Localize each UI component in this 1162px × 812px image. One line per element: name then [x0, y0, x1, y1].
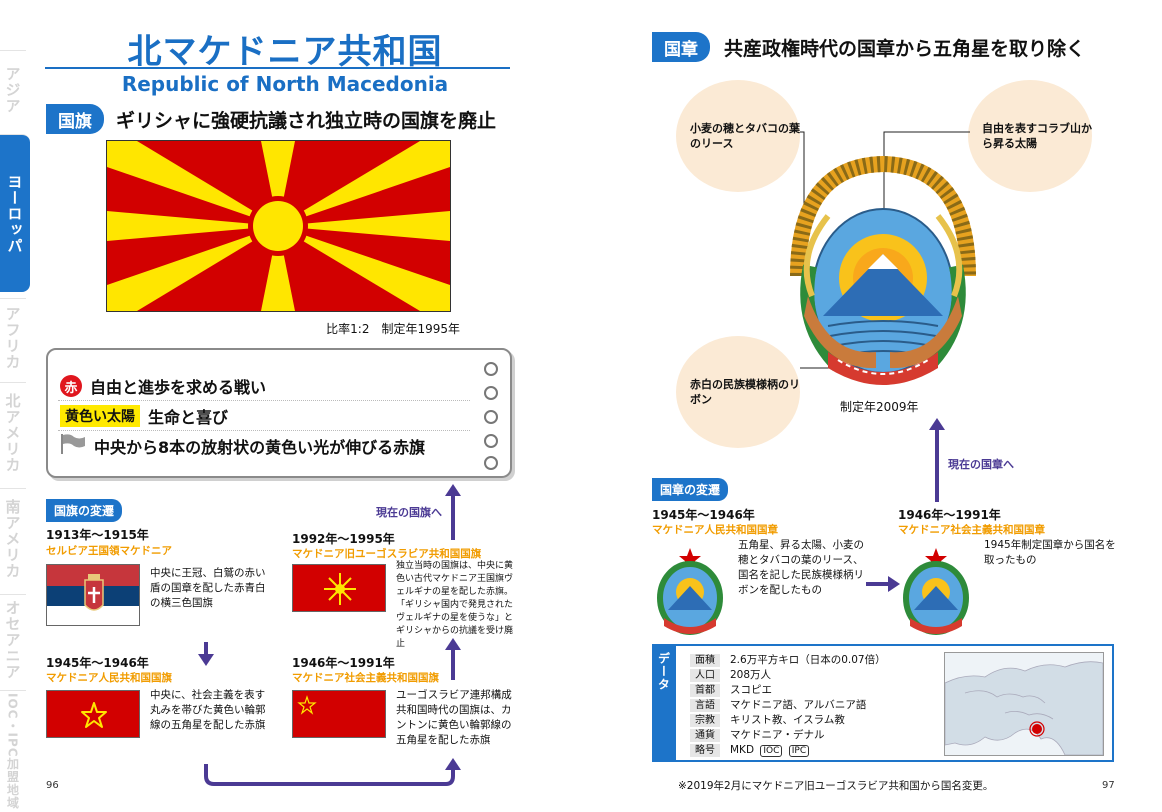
emblem-name-1946: マケドニア社会主義共和国国章: [898, 524, 1045, 536]
flag-ratio-caption: 比率1:2 制定年1995年: [326, 322, 460, 336]
emblem-desc-1946: 1945年制定国章から国名を取ったもの: [984, 539, 1116, 566]
socialist-republic-flag-thumb: [292, 690, 386, 738]
emblem-1946-thumb: [900, 546, 972, 640]
current-emblem: [788, 155, 978, 400]
emblem-heading: 共産政権時代の国章から五角星を取り除く: [724, 38, 1086, 60]
flag-desc-1946: ユーゴスラビア連邦構成共和国時代の国旗は、カントンに黄色い輪郭線の五角星を配した…: [396, 689, 512, 746]
data-val-currency: マケドニア・デナル: [730, 729, 825, 741]
flag-era-1913: 1913年～1915年: [46, 528, 149, 542]
meaning-yellow: 黄色い太陽 生命と喜び: [60, 404, 228, 428]
emblem-history-badge: 国章の変遷: [652, 478, 729, 501]
flag-heading: ギリシャに強硬抗議され独立時の国旗を廃止: [116, 110, 497, 132]
code-ipc: IPC: [788, 745, 810, 757]
data-key-religion: 宗教: [690, 714, 720, 727]
emblem-era-1945: 1945年～1946年: [652, 508, 755, 522]
tab-africa[interactable]: アフリカ: [0, 298, 26, 376]
north-macedonia-flag: [106, 140, 451, 312]
tab-north-america[interactable]: 北アメリカ: [0, 382, 26, 482]
flag-history-badge: 国旗の変遷: [46, 499, 123, 522]
data-val-area: 2.6万平方キロ（日本の0.07倍）: [730, 654, 886, 666]
title-rule: [45, 67, 510, 69]
flag-era-1992: 1992年～1995年: [292, 532, 395, 546]
meaning-design: 中央から8本の放射状の黄色い光が伸びる赤旗: [60, 434, 425, 458]
red-meaning: 自由と進歩を求める戦い: [90, 378, 267, 397]
data-tab: データ: [652, 644, 676, 762]
location-map: [944, 652, 1104, 756]
data-val-language: マケドニア語、アルバニア語: [730, 699, 867, 711]
country-title-en: Republic of North Macedonia: [121, 72, 449, 96]
data-key-language: 言語: [690, 699, 720, 712]
emblem-badge: 国章: [652, 32, 710, 62]
serbia-flag-thumb: [46, 564, 140, 626]
flag-desc-1913: 中央に王冠、白鷲の赤い盾の国章を配した赤青白の横三色国旗: [150, 567, 266, 609]
flag-desc-1945: 中央に、社会主義を表す丸みを帯びた黄色い輪郭線の五角星を配した赤旗: [150, 689, 266, 731]
flag-name-1992: マケドニア旧ユーゴスラビア共和国国旗: [292, 548, 482, 560]
tab-south-america[interactable]: 南アメリカ: [0, 488, 26, 588]
yellow-label: 黄色い太陽: [60, 405, 140, 427]
data-val-capital: スコピエ: [730, 684, 772, 696]
data-key-code: 略号: [690, 744, 720, 757]
page-number-left: 96: [46, 780, 59, 791]
footnote: ※2019年2月にマケドニア旧ユーゴスラビア共和国から国名変更。: [678, 780, 994, 792]
note-wreath: 小麦の穂とタバコの葉のリース: [676, 80, 800, 192]
to-current-emblem-link[interactable]: 現在の国章へ: [948, 458, 1014, 471]
emblem-up-arrow: [929, 418, 945, 502]
flag-icon: [60, 434, 86, 458]
country-title: 北マケドニア共和国: [127, 32, 443, 72]
design-meaning: 中央から8本の放射状の黄色い光が伸びる赤旗: [94, 438, 426, 457]
flag-name-1945: マケドニア人民共和国国旗: [46, 672, 172, 684]
tab-oceania[interactable]: オセアニア: [0, 594, 26, 684]
emblem-name-1945: マケドニア人民共和国国章: [652, 524, 778, 536]
flag-desc-1992: 独立当時の国旗は、中央に黄色い古代マケドニア王国旗ヴェルギナの星を配した赤旗。「…: [396, 561, 514, 649]
flag-meaning-box: 赤 自由と進歩を求める戦い 黄色い太陽 生命と喜び 中央から8本の放射状の黄色い…: [46, 348, 512, 478]
emblem-right-arrow: [866, 576, 900, 592]
page-number-right: 97: [1102, 780, 1115, 791]
emblem-year-caption: 制定年2009年: [840, 400, 919, 414]
emblem-era-1946: 1946年～1991年: [898, 508, 1001, 522]
data-val-code: MKD IOC IPC: [730, 743, 810, 757]
data-key-currency: 通貨: [690, 729, 720, 742]
note-sun: 自由を表すコラブ山から昇る太陽: [968, 80, 1092, 192]
flag-name-1946: マケドニア社会主義共和国国旗: [292, 672, 439, 684]
red-label: 赤: [60, 375, 82, 397]
code-ioc: IOC: [760, 745, 783, 757]
flag-era-1946: 1946年～1991年: [292, 656, 395, 670]
data-key-population: 人口: [690, 669, 720, 682]
country-data-box: データ 面積 2.6万平方キロ（日本の0.07倍） 人口 208万人 首都 スコ…: [652, 644, 1114, 762]
to-current-flag-link[interactable]: 現在の国旗へ: [376, 506, 442, 519]
flag-era-1945: 1945年～1946年: [46, 656, 149, 670]
yellow-meaning: 生命と喜び: [148, 408, 229, 427]
peoples-republic-flag-thumb: [46, 690, 140, 738]
tab-asia[interactable]: アジア: [0, 50, 26, 128]
data-val-religion: キリスト教、イスラム教: [730, 714, 845, 726]
note-ribbon: 赤白の民族模様柄のリボン: [676, 336, 800, 448]
flag-badge: 国旗: [46, 104, 104, 134]
vergina-flag-thumb: [292, 564, 386, 612]
data-key-area: 面積: [690, 654, 720, 667]
tab-ioc-ipc[interactable]: IOC・IPC加盟地域: [0, 690, 26, 812]
code-mkd: MKD: [730, 744, 755, 756]
emblem-desc-1945: 五角星、昇る太陽、小麦の穂とタバコの葉のリース、国名を記した民族模様柄リボンを配…: [738, 539, 864, 596]
flag-history-flow-arrows: [198, 642, 461, 786]
tab-europe[interactable]: ヨーロッパ: [0, 134, 30, 292]
emblem-1945-thumb: [654, 546, 726, 640]
data-key-capital: 首都: [690, 684, 720, 697]
meaning-red: 赤 自由と進歩を求める戦い: [60, 374, 266, 398]
data-val-population: 208万人: [730, 669, 772, 681]
flag-name-1913: セルビア王国領マケドニア: [46, 545, 172, 557]
flag-history-arrows: [445, 484, 461, 680]
